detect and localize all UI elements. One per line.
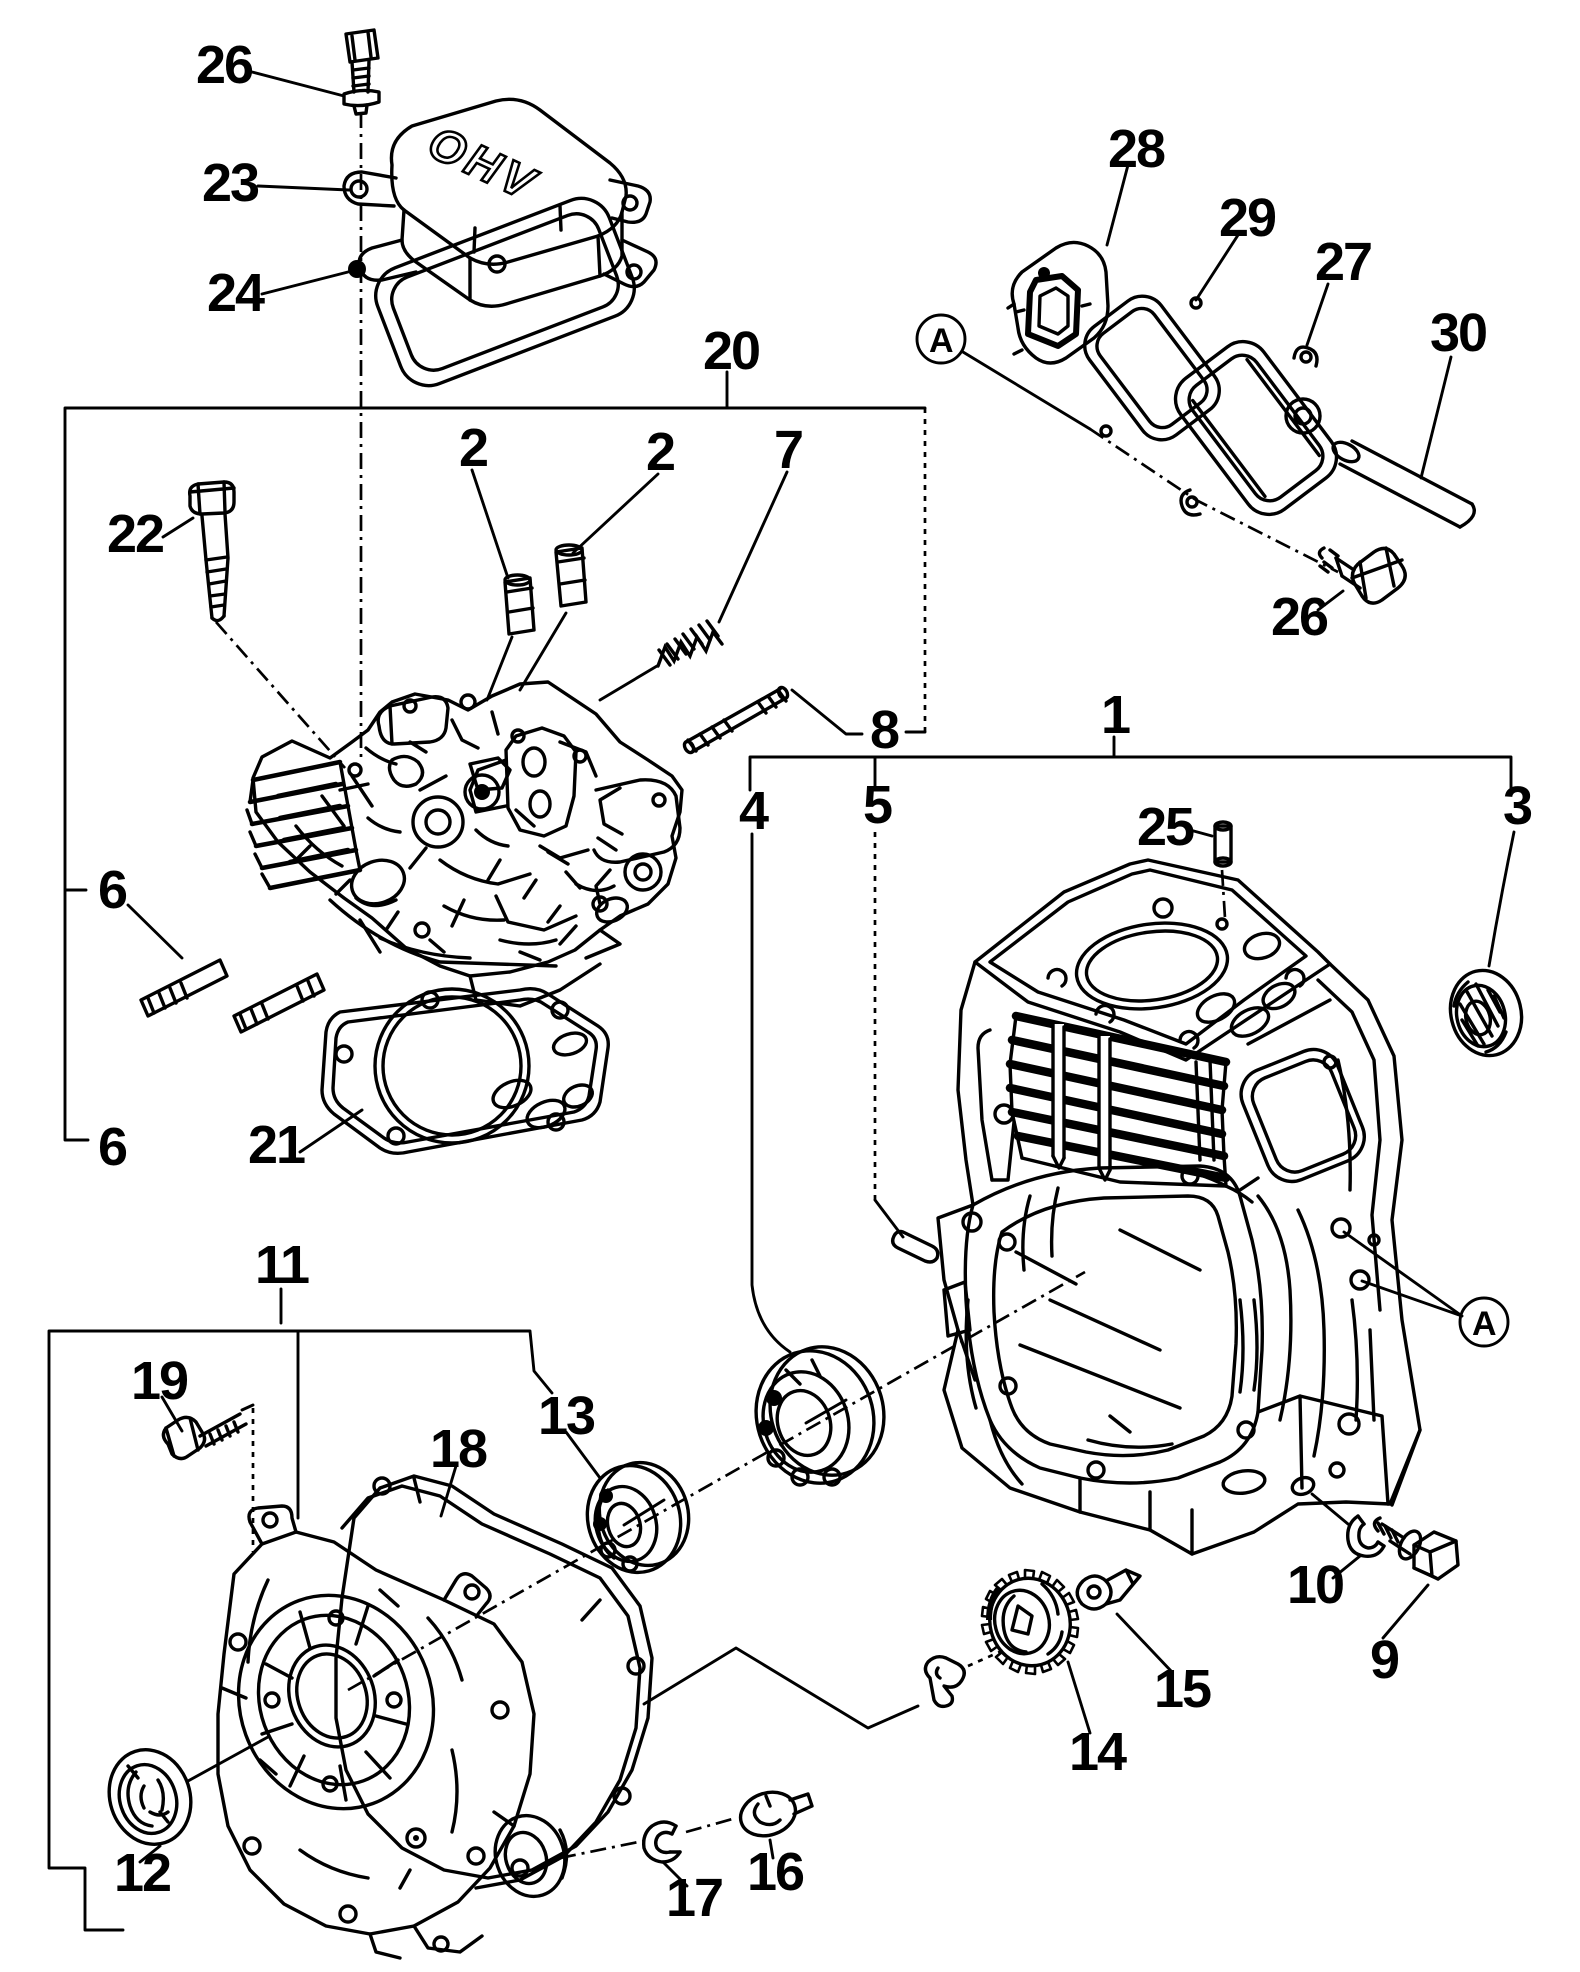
svg-text:2: 2 [646, 422, 674, 482]
svg-text:6: 6 [98, 1117, 127, 1177]
svg-text:18: 18 [430, 1419, 487, 1479]
svg-text:14: 14 [1069, 1722, 1127, 1782]
svg-text:26: 26 [196, 35, 253, 95]
svg-text:4: 4 [739, 781, 769, 841]
svg-text:21: 21 [248, 1115, 305, 1175]
svg-text:28: 28 [1108, 119, 1165, 179]
svg-text:10: 10 [1287, 1555, 1343, 1615]
svg-text:26: 26 [1271, 587, 1328, 647]
svg-text:5: 5 [863, 775, 892, 835]
svg-text:11: 11 [255, 1235, 309, 1295]
svg-text:2: 2 [459, 418, 487, 478]
svg-text:27: 27 [1315, 232, 1371, 292]
svg-text:19: 19 [131, 1351, 188, 1411]
svg-text:8: 8 [870, 700, 899, 760]
svg-text:7: 7 [774, 420, 802, 480]
svg-text:22: 22 [107, 504, 163, 564]
svg-text:13: 13 [538, 1386, 595, 1446]
svg-text:30: 30 [1430, 303, 1486, 363]
svg-text:24: 24 [207, 263, 265, 323]
svg-text:6: 6 [98, 860, 127, 920]
svg-text:17: 17 [666, 1868, 722, 1928]
svg-text:A: A [1472, 1305, 1497, 1343]
svg-text:23: 23 [202, 153, 259, 213]
svg-text:1: 1 [1101, 685, 1130, 745]
svg-text:12: 12 [114, 1843, 170, 1903]
svg-text:A: A [929, 322, 954, 360]
svg-text:9: 9 [1370, 1630, 1399, 1690]
svg-text:29: 29 [1219, 188, 1276, 248]
svg-text:16: 16 [747, 1842, 804, 1902]
svg-text:15: 15 [1154, 1659, 1211, 1719]
svg-text:25: 25 [1137, 797, 1194, 857]
svg-text:3: 3 [1503, 776, 1532, 836]
svg-text:20: 20 [703, 321, 759, 381]
